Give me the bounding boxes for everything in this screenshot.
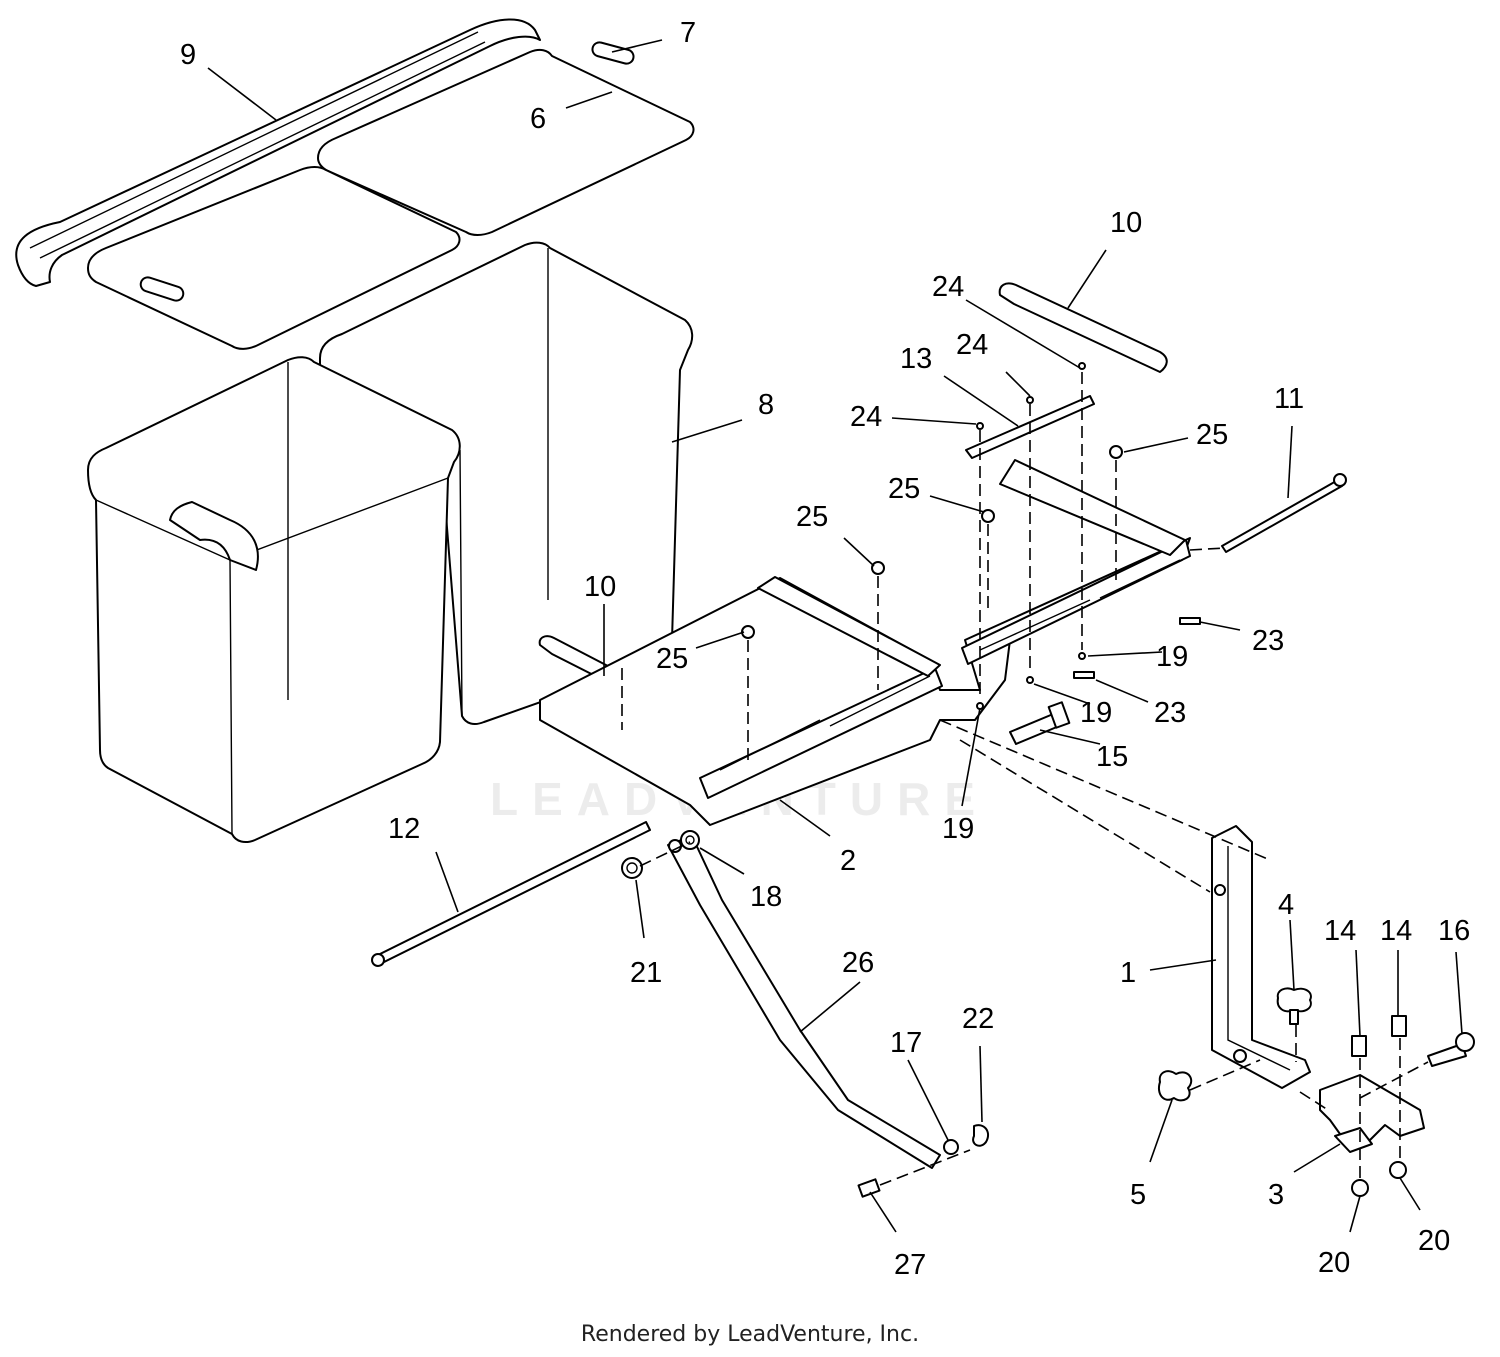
callout-19-b: 19 — [1080, 697, 1112, 729]
callout-13: 13 — [900, 343, 932, 375]
callout-23-a: 23 — [1252, 625, 1284, 657]
callout-20-b: 20 — [1418, 1225, 1450, 1257]
callout-20-a: 20 — [1318, 1247, 1350, 1279]
nut-20-right — [1389, 1161, 1407, 1179]
callout-25-d: 25 — [656, 643, 688, 675]
lid-pin-right — [591, 41, 635, 65]
callout-7: 7 — [680, 17, 696, 49]
hitch-bracket — [1319, 1074, 1425, 1153]
callout-24-c: 24 — [850, 401, 882, 433]
axle-rod-left — [371, 821, 651, 967]
washer-17 — [943, 1139, 959, 1155]
callout-labels: 9 7 6 8 10 24 24 13 24 25 11 25 25 10 25… — [180, 17, 1470, 1281]
callout-27: 27 — [894, 1249, 926, 1281]
callout-11: 11 — [1274, 383, 1304, 415]
bolt-14-left — [1351, 1035, 1367, 1057]
callout-3: 3 — [1268, 1179, 1284, 1211]
callout-17: 17 — [890, 1027, 922, 1059]
bin-left — [87, 356, 461, 843]
small-fasteners — [741, 362, 1201, 710]
callout-8: 8 — [758, 389, 774, 421]
axle-rod-right — [1221, 473, 1347, 553]
assembly-lines — [621, 372, 1429, 1186]
callout-18: 18 — [750, 881, 782, 913]
callout-10-upper: 10 — [1110, 207, 1142, 239]
callout-9: 9 — [180, 39, 196, 71]
callout-24-a: 24 — [932, 271, 964, 303]
bin-right — [319, 241, 694, 725]
washer-18 — [680, 830, 700, 850]
lid-left — [87, 166, 461, 350]
callout-23-b: 23 — [1154, 697, 1186, 729]
callout-4: 4 — [1278, 889, 1294, 921]
lid-pin-left — [139, 276, 185, 302]
frame-assembly — [539, 459, 1191, 826]
callout-24-b: 24 — [956, 329, 988, 361]
clip-22 — [972, 1124, 990, 1147]
callout-2: 2 — [840, 845, 856, 877]
callout-15: 15 — [1096, 741, 1128, 773]
callout-12: 12 — [388, 813, 420, 845]
callout-21: 21 — [630, 957, 662, 989]
callout-14-a: 14 — [1324, 915, 1356, 947]
callout-25-b: 25 — [888, 473, 920, 505]
callout-1: 1 — [1120, 957, 1136, 989]
bolt-14-right — [1391, 1015, 1407, 1037]
footer-credit: Rendered by LeadVenture, Inc. — [580, 1322, 920, 1347]
handle-grip-upper — [998, 282, 1168, 373]
callout-16: 16 — [1438, 915, 1470, 947]
callout-10-lower: 10 — [584, 571, 616, 603]
lid-handle-rail — [15, 18, 541, 287]
callout-14-b: 14 — [1380, 915, 1412, 947]
callout-19-a: 19 — [1156, 641, 1188, 673]
callout-22: 22 — [962, 1003, 994, 1035]
bolt-15 — [1009, 701, 1071, 745]
bolt-27 — [857, 1178, 881, 1198]
callout-19-c: 19 — [942, 813, 974, 845]
callout-26: 26 — [842, 947, 874, 979]
callout-25-c: 25 — [796, 501, 828, 533]
nut-21 — [621, 857, 643, 879]
hitch-upright — [1211, 825, 1311, 1089]
nut-20-left — [1351, 1179, 1369, 1197]
pin-16 — [1427, 1032, 1475, 1067]
tow-arm — [667, 835, 941, 1169]
callout-25-a: 25 — [1196, 419, 1228, 451]
leader-lines — [207, 39, 1463, 1233]
callout-5: 5 — [1130, 1179, 1146, 1211]
knob-5 — [1158, 1070, 1193, 1102]
callout-6: 6 — [530, 103, 546, 135]
knob-4 — [1276, 987, 1312, 1025]
